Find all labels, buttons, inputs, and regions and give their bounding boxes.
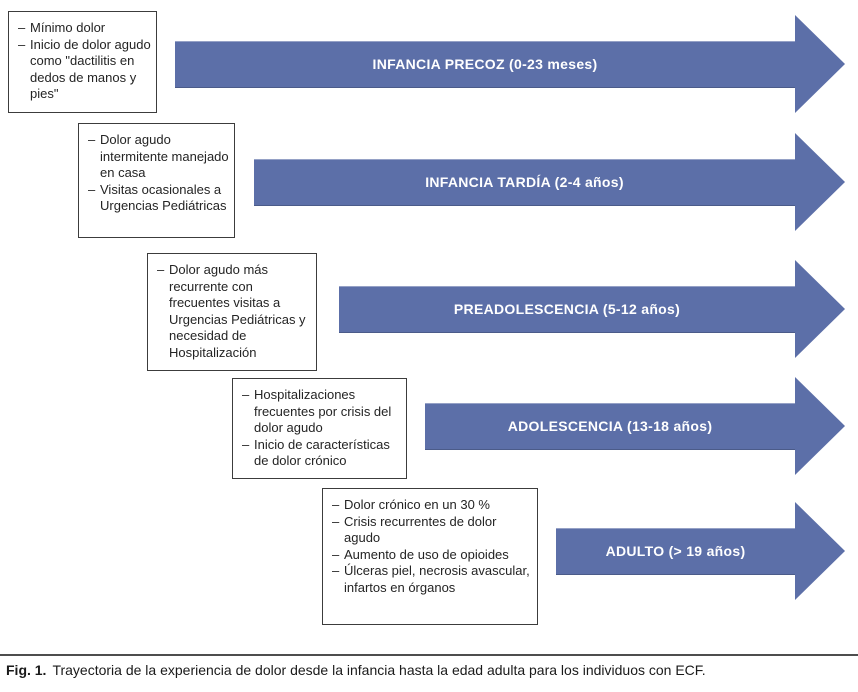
bullet-text: Visitas ocasionales a Urgencias Pediátri… [100, 181, 227, 214]
stage-label-adulto: ADULTO (> 19 años) [605, 543, 746, 559]
bullet-text: Mínimo dolor [30, 20, 106, 35]
stage-label-infancia-precoz: INFANCIA PRECOZ (0-23 meses) [372, 56, 598, 72]
bullet-text: Inicio de dolor agudo como "dactilitis e… [30, 36, 151, 102]
stage-label-infancia-tardia: INFANCIA TARDÍA (2-4 años) [425, 174, 624, 190]
figure-caption-text: Trayectoria de la experiencia de dolor d… [52, 662, 706, 678]
bullet-item: –Inicio de características de dolor crón… [242, 437, 402, 470]
timeline-arrow-preadolescencia: PREADOLESCENCIA (5-12 años) [339, 260, 845, 358]
bullet-text: Dolor agudo intermitente manejado en cas… [100, 132, 229, 181]
arrow-head-icon [795, 377, 845, 475]
bullet-text: Dolor crónico en un 30 % [344, 497, 490, 512]
bullet-text: Crisis recurrentes de dolor agudo [344, 513, 497, 546]
bullet-item: –Mínimo dolor [18, 20, 152, 37]
stage-box-preadolescencia: –Dolor agudo más recurrente con frecuent… [147, 253, 317, 371]
arrow-head-icon [795, 133, 845, 231]
arrow-shaft: ADULTO (> 19 años) [556, 527, 795, 575]
arrow-head-icon [795, 260, 845, 358]
stage-label-preadolescencia: PREADOLESCENCIA (5-12 años) [453, 301, 681, 317]
bullet-dash: – [332, 497, 340, 512]
bullet-dash: – [18, 36, 26, 52]
arrow-shaft: PREADOLESCENCIA (5-12 años) [339, 285, 795, 333]
bullet-dash: – [88, 132, 96, 147]
bullet-text: Inicio de características de dolor cróni… [254, 436, 390, 469]
figure-caption: Fig. 1. Trayectoria de la experiencia de … [6, 661, 852, 679]
timeline-arrow-adulto: ADULTO (> 19 años) [556, 502, 845, 600]
caption-divider [0, 654, 858, 656]
stage-label-adolescencia: ADOLESCENCIA (13-18 años) [507, 418, 713, 434]
timeline-arrow-infancia-precoz: INFANCIA PRECOZ (0-23 meses) [175, 15, 845, 113]
bullet-item: –Dolor crónico en un 30 % [332, 497, 533, 514]
bullet-item: –Dolor agudo más recurrente con frecuent… [157, 262, 312, 362]
bullet-item: –Úlceras piel, necrosis avascular, infar… [332, 563, 533, 596]
arrow-shaft: INFANCIA TARDÍA (2-4 años) [254, 158, 795, 206]
arrow-shaft: INFANCIA PRECOZ (0-23 meses) [175, 40, 795, 88]
stage-box-adolescencia: –Hospitalizaciones frecuentes por crisis… [232, 378, 407, 479]
stage-box-infancia-tardia: –Dolor agudo intermitente manejado en ca… [78, 123, 235, 238]
bullet-item: –Hospitalizaciones frecuentes por crisis… [242, 387, 402, 437]
arrow-head-icon [795, 15, 845, 113]
bullet-dash: – [332, 563, 340, 579]
timeline-arrow-infancia-tardia: INFANCIA TARDÍA (2-4 años) [254, 133, 845, 231]
arrow-head-icon [795, 502, 845, 600]
bullet-dash: – [242, 387, 250, 402]
bullet-dash: – [332, 546, 340, 562]
figure-caption-number: Fig. 1. [6, 662, 47, 678]
bullet-text: Dolor agudo más recurrente con frecuente… [169, 262, 306, 360]
arrow-shaft: ADOLESCENCIA (13-18 años) [425, 402, 795, 450]
bullet-dash: – [242, 436, 250, 452]
bullet-text: Úlceras piel, necrosis avascular, infart… [344, 563, 530, 595]
bullet-dash: – [88, 181, 96, 197]
stage-box-adulto: –Dolor crónico en un 30 %–Crisis recurre… [322, 488, 538, 625]
bullet-item: –Crisis recurrentes de dolor agudo [332, 514, 533, 547]
bullet-item: –Visitas ocasionales a Urgencias Pediátr… [88, 182, 230, 215]
timeline-arrow-adolescencia: ADOLESCENCIA (13-18 años) [425, 377, 845, 475]
bullet-dash: – [18, 20, 26, 35]
bullet-item: –Dolor agudo intermitente manejado en ca… [88, 132, 230, 182]
bullet-text: Aumento de uso de opioides [344, 546, 509, 562]
stage-box-infancia-precoz: –Mínimo dolor–Inicio de dolor agudo como… [8, 11, 157, 113]
bullet-text: Hospitalizaciones frecuentes por crisis … [254, 387, 392, 436]
bullet-dash: – [332, 513, 340, 529]
bullet-item: –Inicio de dolor agudo como "dactilitis … [18, 37, 152, 103]
bullet-dash: – [157, 262, 165, 277]
bullet-item: –Aumento de uso de opioides [332, 547, 533, 564]
